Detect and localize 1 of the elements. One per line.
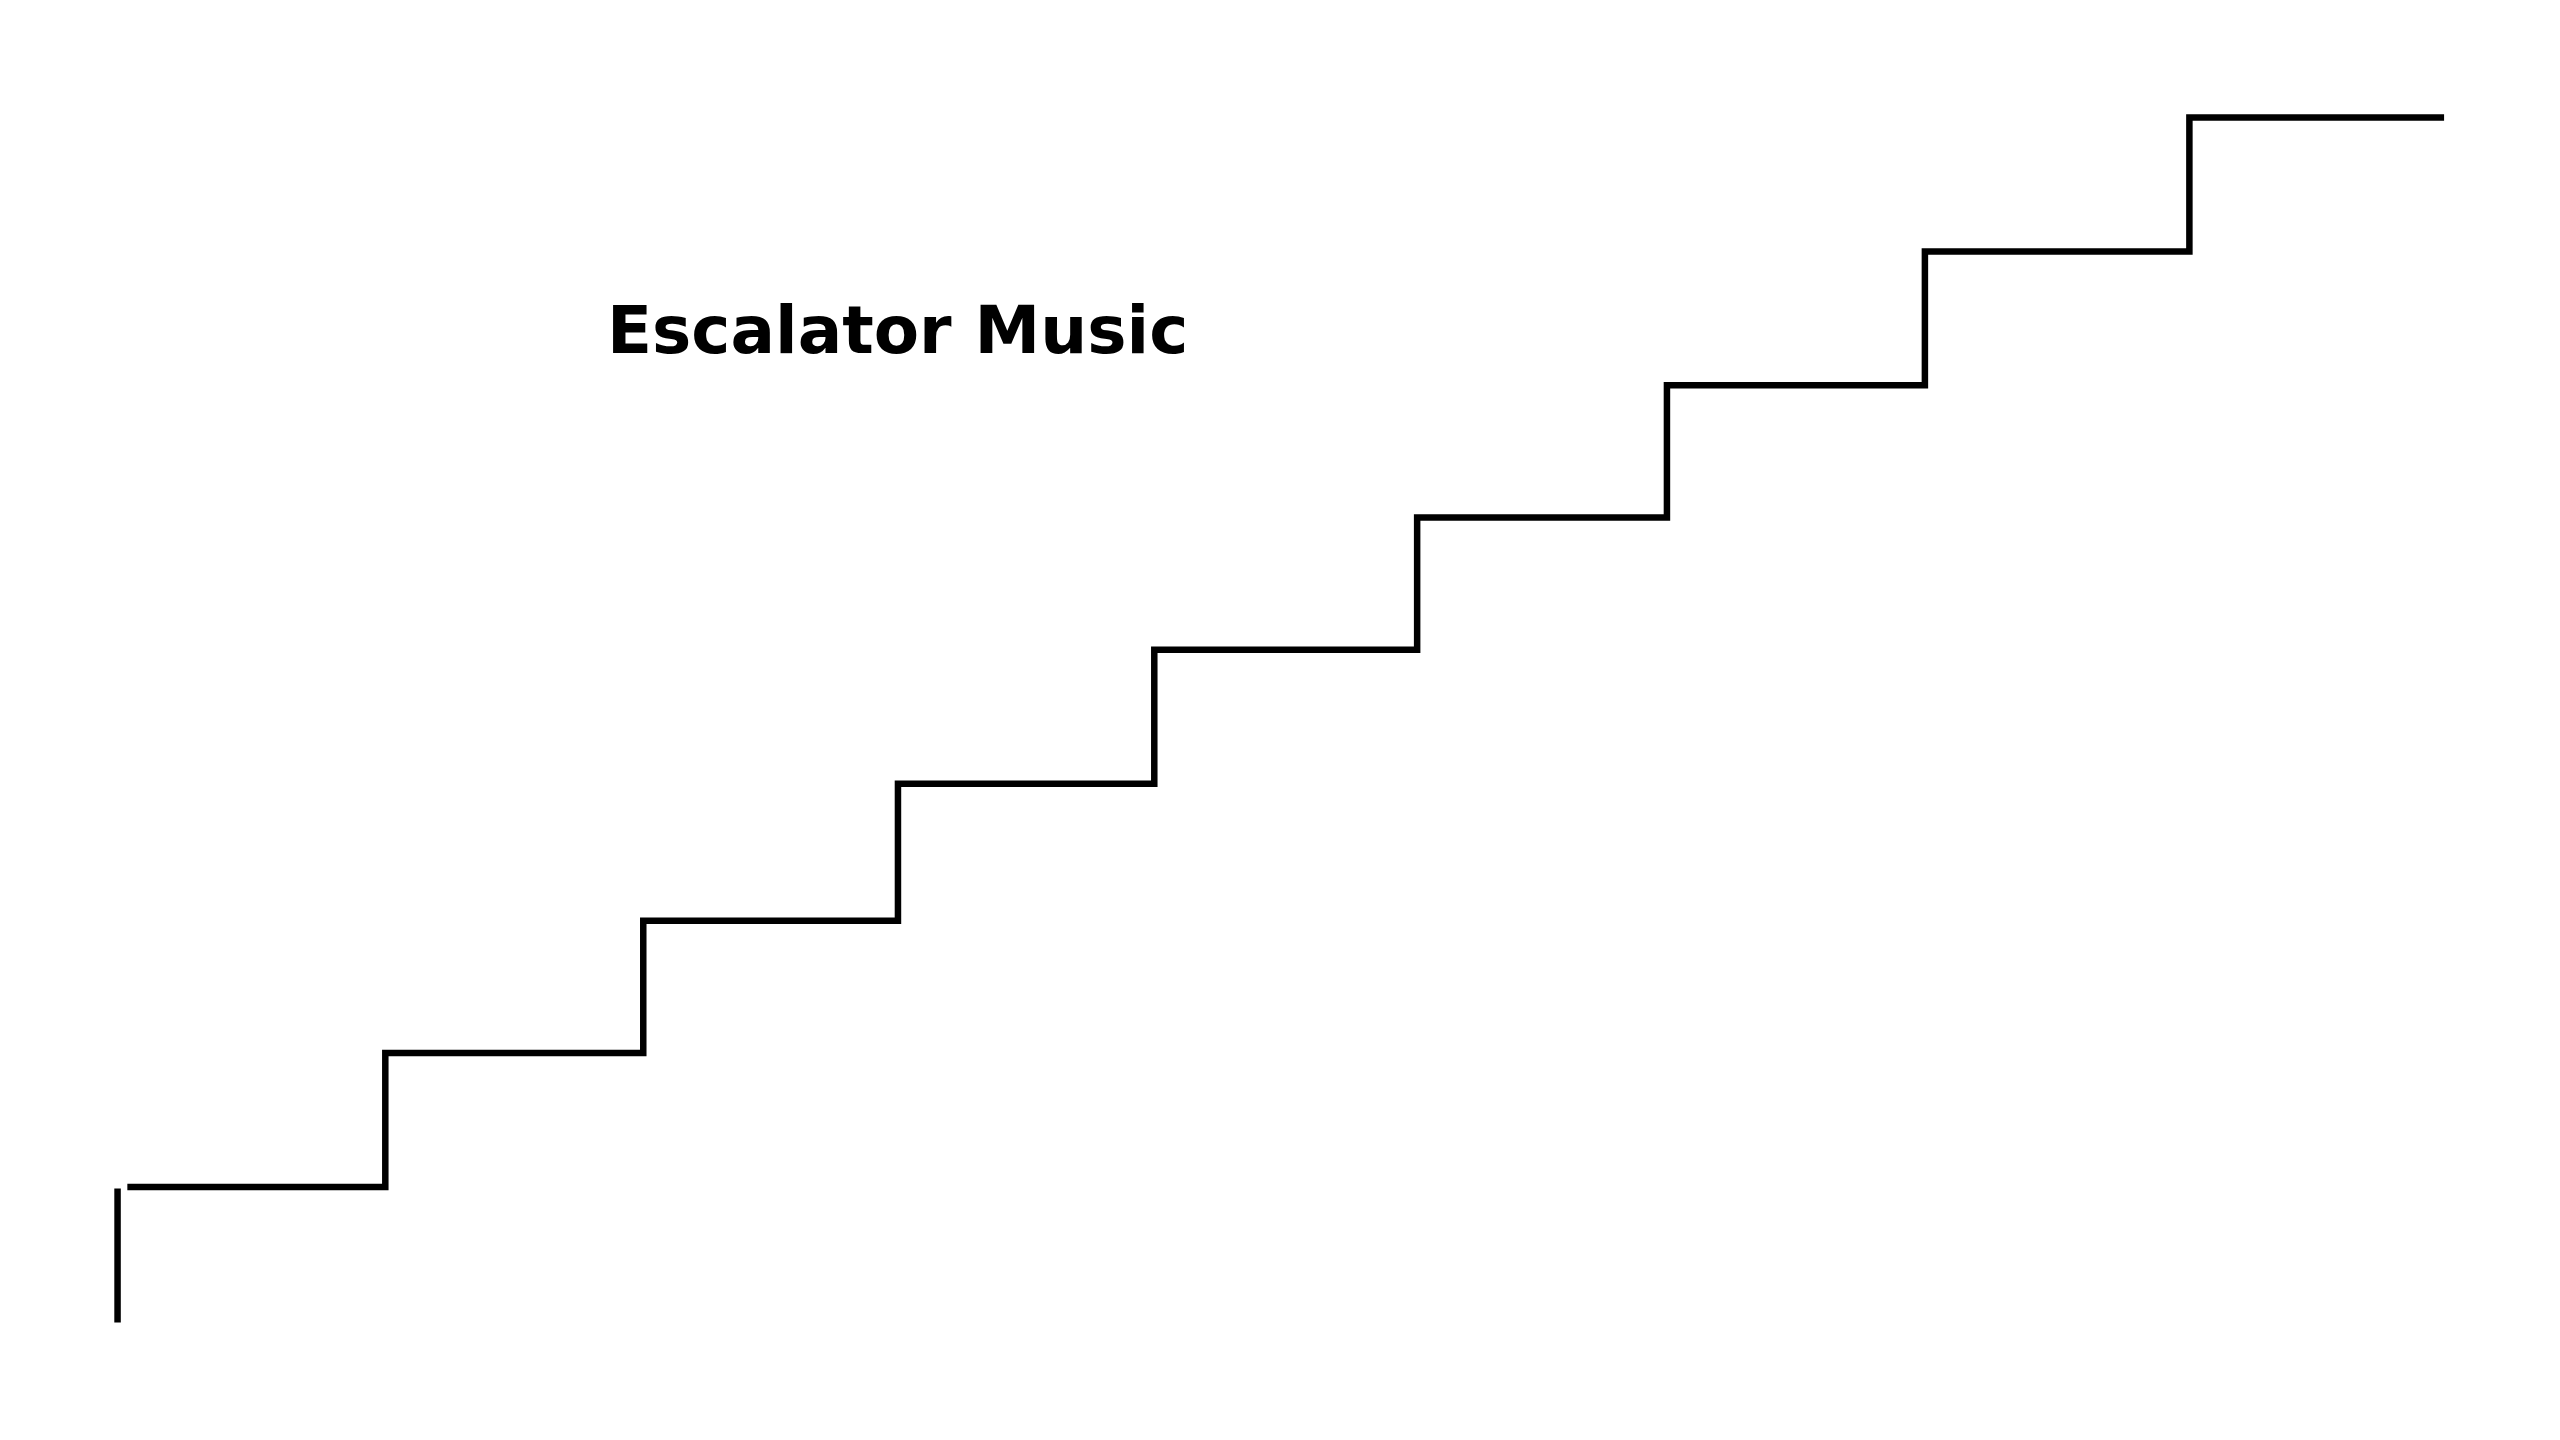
diagram-title: Escalator Music	[607, 298, 1189, 364]
